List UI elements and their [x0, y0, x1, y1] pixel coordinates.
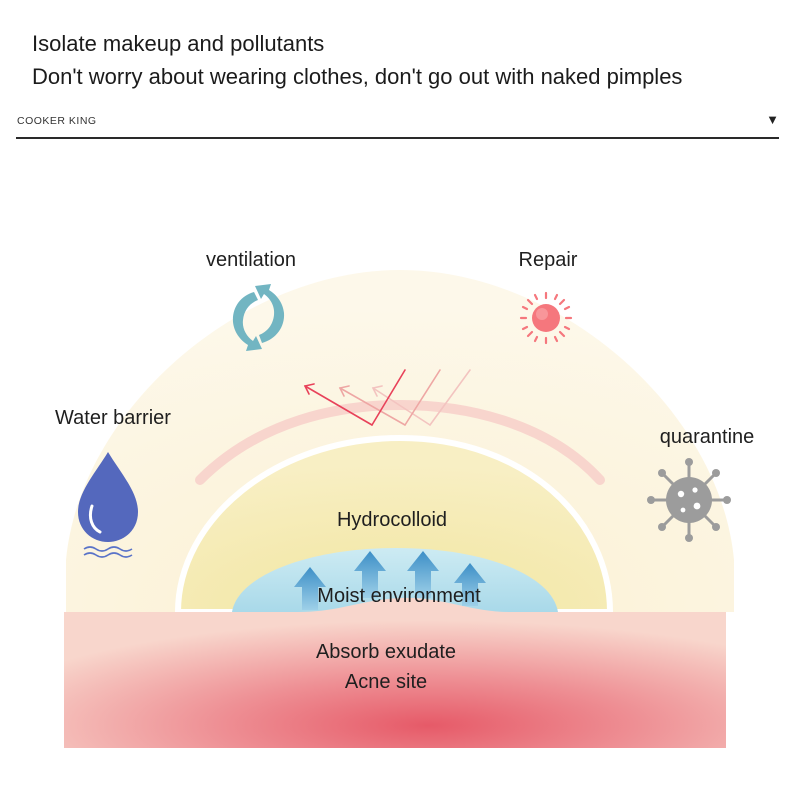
absorb-exudate-label: Absorb exudate: [315, 641, 457, 663]
headline-isolate: Isolate makeup and pollutants: [32, 31, 325, 56]
hydrocolloid-label: Hydrocolloid: [336, 509, 448, 531]
water-barrier-label: Water barrier: [55, 407, 171, 429]
quarantine-label: quarantine: [659, 426, 755, 448]
acne-site-label: Acne site: [344, 671, 428, 693]
repair-label: Repair: [518, 249, 578, 271]
water-drop-icon: [78, 452, 138, 558]
sun-icon: [519, 291, 573, 345]
rotate-arrows-icon: [232, 284, 285, 351]
skin-layer: [64, 597, 726, 748]
ventilation-label: ventilation: [205, 249, 297, 271]
virus-icon: [647, 458, 731, 542]
up-arrows-icon: [294, 551, 486, 610]
moist-environment-label: Moist environment: [317, 585, 481, 607]
headline-dont-worry: Don't worry about wearing clothes, don't…: [32, 64, 683, 89]
chevron-down-icon[interactable]: ▼: [766, 112, 779, 127]
brand-selector[interactable]: COOKER KING ▼: [16, 110, 779, 139]
reflected-arrows-icon: [303, 369, 471, 426]
brand-name: COOKER KING: [17, 115, 97, 127]
